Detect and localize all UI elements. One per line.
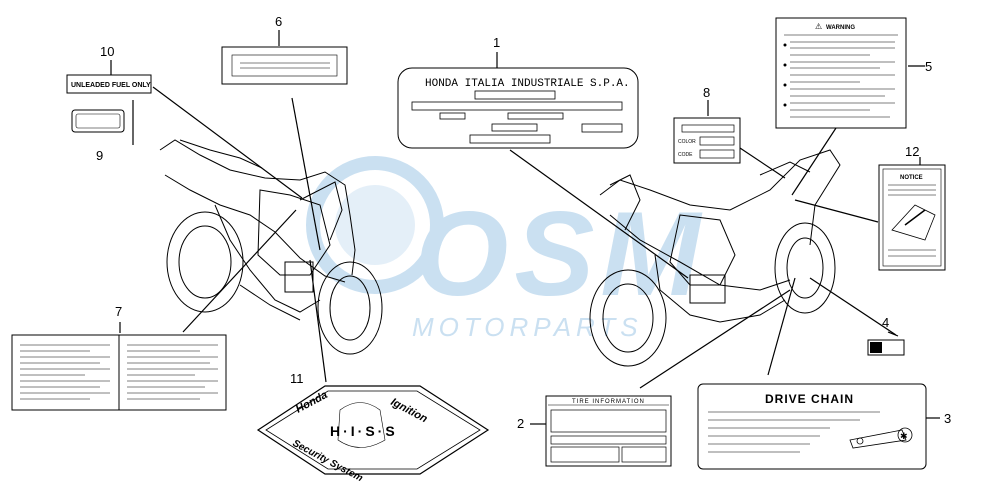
- label-honda-italia: HONDA ITALIA INDUSTRIALE S.P.A.: [397, 67, 639, 149]
- label-color-code: COLOR CODE: [673, 117, 741, 164]
- label-notice: NOTICE: [878, 164, 946, 271]
- label-4-tag: [867, 339, 905, 356]
- osm-watermark: OSM MOTORPARTS: [306, 156, 706, 342]
- label-hiss-security: Honda Ignition H·I·S·S Security System: [256, 385, 490, 484]
- label-tire-information: TIRE INFORMATION: [545, 395, 672, 467]
- watermark-brand: OSM: [415, 187, 706, 321]
- label-9-plate: [71, 109, 125, 133]
- warning-text: WARNING: [826, 25, 855, 31]
- label-warning: ⚠ WARNING: [775, 17, 907, 129]
- left-motorcycle-drawing: [159, 139, 383, 355]
- label-6-plate: [221, 46, 348, 85]
- callout-12: 12: [905, 144, 919, 159]
- callout-11: 11: [290, 371, 304, 386]
- label-unleaded-fuel: UNLEADED FUEL ONLY: [66, 74, 152, 94]
- callout-1: 1: [493, 35, 500, 50]
- right-motorcycle-drawing: [589, 149, 841, 367]
- callout-5: 5: [925, 59, 932, 74]
- hiss-letters-text: H·I·S·S: [330, 423, 398, 439]
- code-text: CODE: [678, 152, 693, 158]
- unleaded-text: UNLEADED FUEL ONLY: [71, 82, 151, 89]
- notice-text: NOTICE: [900, 175, 923, 181]
- label-7-panel: [11, 334, 227, 411]
- watermark-tagline: MOTORPARTS: [412, 312, 643, 342]
- callout-10: 10: [100, 44, 114, 59]
- callout-4: 4: [882, 315, 889, 330]
- callout-6: 6: [275, 14, 282, 29]
- callout-8: 8: [703, 85, 710, 100]
- sprocket-icon: ✱: [900, 431, 908, 441]
- callout-7: 7: [115, 304, 122, 319]
- callout-2: 2: [517, 416, 524, 431]
- warning-icon: ⚠: [815, 22, 822, 31]
- callout-3: 3: [944, 411, 951, 426]
- color-text: COLOR: [678, 139, 696, 145]
- tire-info-text: TIRE INFORMATION: [572, 399, 645, 405]
- honda-italia-text: HONDA ITALIA INDUSTRIALE S.P.A.: [425, 78, 630, 90]
- label-drive-chain: DRIVE CHAIN ✱: [697, 383, 927, 470]
- callout-numbers: 1 2 3 4 5 6 7 8 9 10 11 12: [96, 14, 951, 431]
- callout-9: 9: [96, 148, 103, 163]
- drive-chain-text: DRIVE CHAIN: [765, 392, 854, 406]
- leader-lines: [110, 30, 940, 425]
